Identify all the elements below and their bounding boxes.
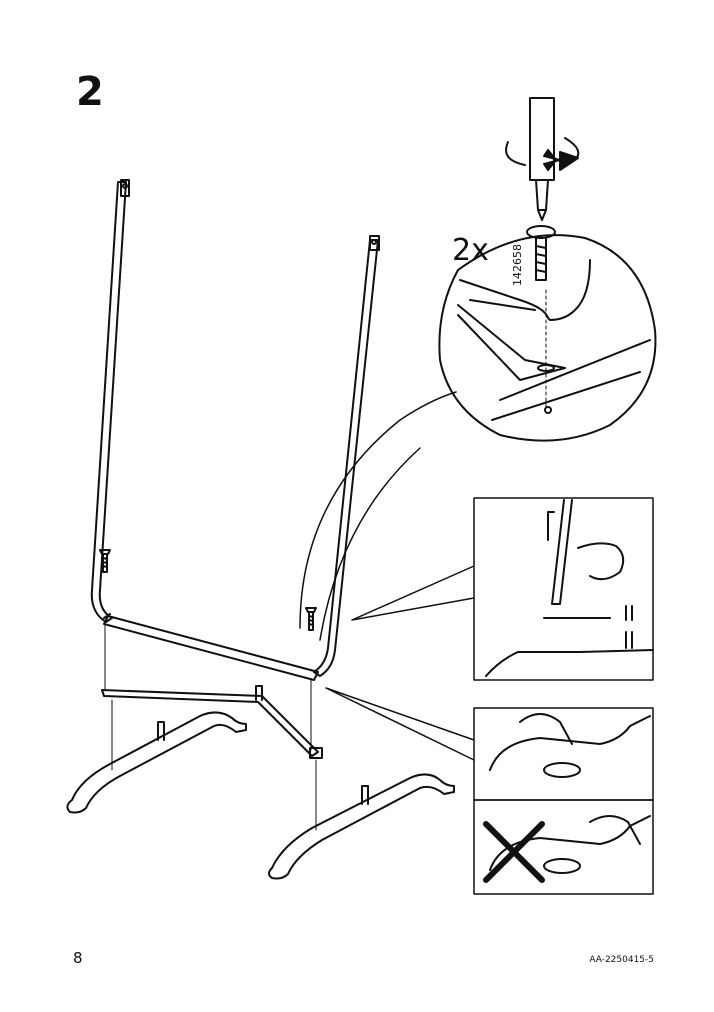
wrong-cross-icon [486, 824, 542, 880]
detail-box-2 [474, 708, 653, 800]
screwdriver [530, 98, 554, 220]
callout-line-top [300, 392, 456, 628]
detail-circle [439, 235, 655, 441]
page-number: 8 [73, 949, 83, 967]
screw-right [306, 608, 316, 630]
right-upright [314, 236, 379, 676]
right-foot [269, 774, 454, 878]
left-upright [92, 180, 129, 622]
rotation-arrow-icon [506, 138, 578, 170]
screw-quantity: 2x [452, 233, 489, 268]
screw-icon [527, 226, 555, 280]
part-number: 142658 [511, 244, 524, 286]
document-code: AA-2250415-5 [589, 955, 654, 965]
step-number: 2 [76, 69, 104, 115]
left-foot [67, 712, 246, 812]
detail-box-1 [474, 498, 653, 680]
guide-lines [105, 620, 316, 830]
crossbar [104, 614, 318, 680]
detail-box-3 [474, 800, 653, 894]
screw-left [100, 550, 110, 572]
connector-bar [102, 686, 322, 758]
